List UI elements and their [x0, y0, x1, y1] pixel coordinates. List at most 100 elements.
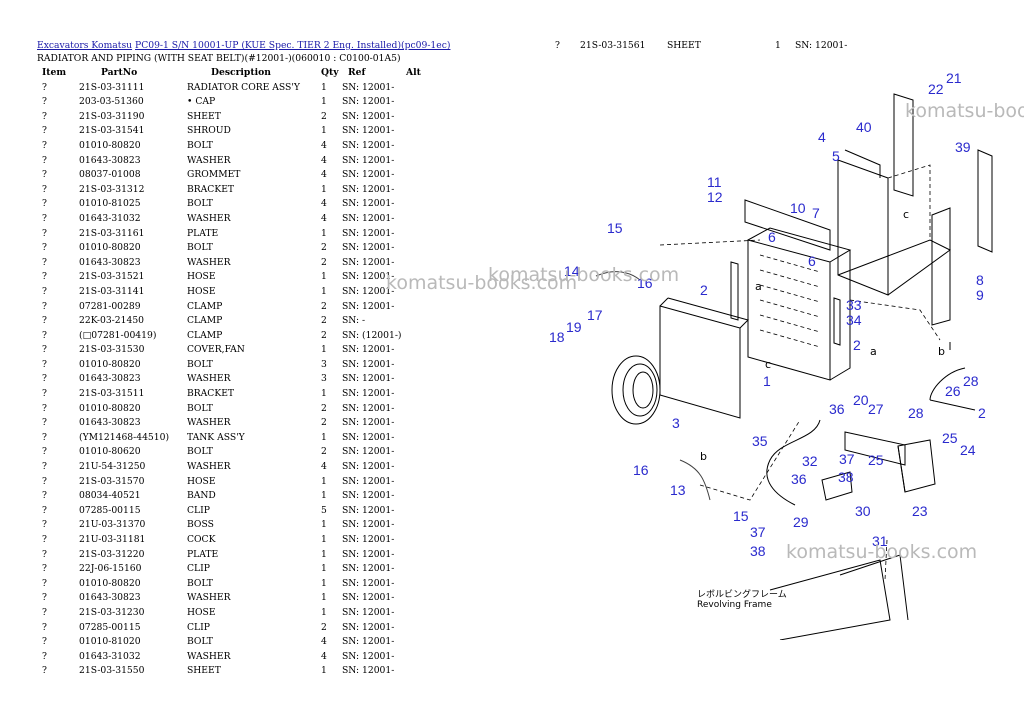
cell-description: BOSS: [187, 519, 214, 531]
cell-qty: 1: [321, 227, 327, 239]
callout-33: 33: [846, 297, 862, 313]
cell-item: ?: [42, 96, 47, 108]
callout-23: 23: [912, 503, 928, 519]
cell-item: ?: [42, 446, 47, 458]
cell-description: BOLT: [187, 358, 213, 370]
cell-item: ?: [42, 344, 47, 356]
cell-qty: 2: [321, 300, 327, 312]
cell-alt: [406, 124, 426, 139]
callout-20: 20: [853, 392, 869, 408]
cell-description: BOLT: [187, 242, 213, 254]
col-header-qty: Qty: [321, 67, 339, 78]
cell-ref: SN: 12001-: [342, 344, 395, 356]
cell-item: ?: [42, 650, 47, 662]
cell-qty: 4: [321, 461, 327, 473]
callout-2a: 2: [700, 282, 708, 298]
cell-qty: 2: [321, 256, 327, 268]
cell-ref: SN: 12001-: [342, 388, 395, 400]
ref-letter-b1: b: [938, 345, 945, 358]
cell-ref: SN: 12001-: [342, 592, 395, 604]
cell-qty: 1: [321, 96, 327, 108]
cell-item: ?: [42, 665, 47, 677]
cell-alt: [406, 577, 426, 592]
cell-description: SHEET: [187, 665, 221, 677]
callout-16a: 16: [637, 275, 653, 291]
cell-ref: SN: 12001-: [342, 490, 395, 502]
cell-description: HOSE: [187, 271, 216, 283]
cell-qty: 2: [321, 329, 327, 341]
cell-qty: 1: [321, 534, 327, 545]
cell-partno: 21S-03-31511: [79, 388, 145, 400]
callout-14: 14: [564, 263, 580, 279]
breadcrumb-link-excavators[interactable]: Excavators Komatsu: [37, 40, 133, 51]
cell-item: ?: [42, 373, 47, 385]
cell-alt: [406, 489, 426, 504]
cell-partno: 22K-03-21450: [79, 315, 145, 327]
cell-partno: 01010-80820: [79, 358, 141, 370]
cell-alt: [406, 227, 426, 242]
cell-item: ?: [42, 534, 47, 545]
cell-qty: 3: [321, 373, 327, 385]
cell-item: ?: [42, 548, 47, 560]
cell-item: ?: [42, 402, 47, 414]
cell-description: WASHER: [187, 154, 231, 166]
cell-ref: SN: 12001-: [342, 636, 395, 648]
cell-qty: 1: [321, 606, 327, 618]
cell-alt: [406, 621, 426, 636]
callout-26: 26: [945, 383, 961, 399]
cell-alt: [406, 635, 426, 650]
cell-ref: SN: 12001-: [342, 519, 395, 531]
callout-25a: 25: [868, 452, 884, 468]
watermark-top-right: komatsu-books.com: [905, 100, 1024, 122]
cell-qty: 4: [321, 212, 327, 224]
callout-30: 30: [855, 503, 871, 519]
cell-alt: [406, 650, 426, 665]
cell-alt: [406, 504, 426, 519]
cell-alt: [406, 416, 426, 431]
cell-qty: 1: [321, 592, 327, 604]
cell-ref: SN: 12001-: [342, 446, 395, 458]
breadcrumb-link-model[interactable]: PC09-1 S/N 10001-UP (KUE Spec. TIER 2 En…: [135, 40, 451, 51]
callout-15a: 15: [607, 220, 623, 236]
cell-partno: 21S-03-31530: [79, 344, 145, 356]
cell-ref: SN: 12001-: [342, 169, 395, 181]
cell-description: COVER,FAN: [187, 344, 245, 356]
cell-qty: 2: [321, 110, 327, 122]
cell-item: ?: [42, 212, 47, 224]
callout-15b: 15: [733, 508, 749, 524]
callout-36a: 36: [829, 401, 845, 417]
callout-8: 8: [976, 272, 984, 288]
cell-partno: 01643-30823: [79, 373, 141, 385]
callout-10: 10: [790, 200, 806, 216]
top-row-item: ?: [555, 40, 560, 51]
cell-description: CLIP: [187, 621, 210, 633]
callout-38b: 38: [750, 543, 766, 559]
cell-qty: 4: [321, 636, 327, 648]
cell-partno: 01010-81020: [79, 636, 141, 648]
cell-ref: SN: 12001-: [342, 461, 395, 473]
top-row-qty: 1: [775, 40, 781, 51]
cell-alt: [406, 533, 426, 548]
cell-description: COCK: [187, 534, 216, 545]
callout-40: 40: [856, 119, 872, 135]
cell-alt: [406, 343, 426, 358]
callout-11: 11: [707, 174, 722, 190]
cell-ref: SN: 12001-: [342, 373, 395, 385]
cell-item: ?: [42, 417, 47, 429]
cell-partno: 21U-03-31181: [79, 534, 146, 545]
cell-partno: 21U-03-31370: [79, 519, 146, 531]
